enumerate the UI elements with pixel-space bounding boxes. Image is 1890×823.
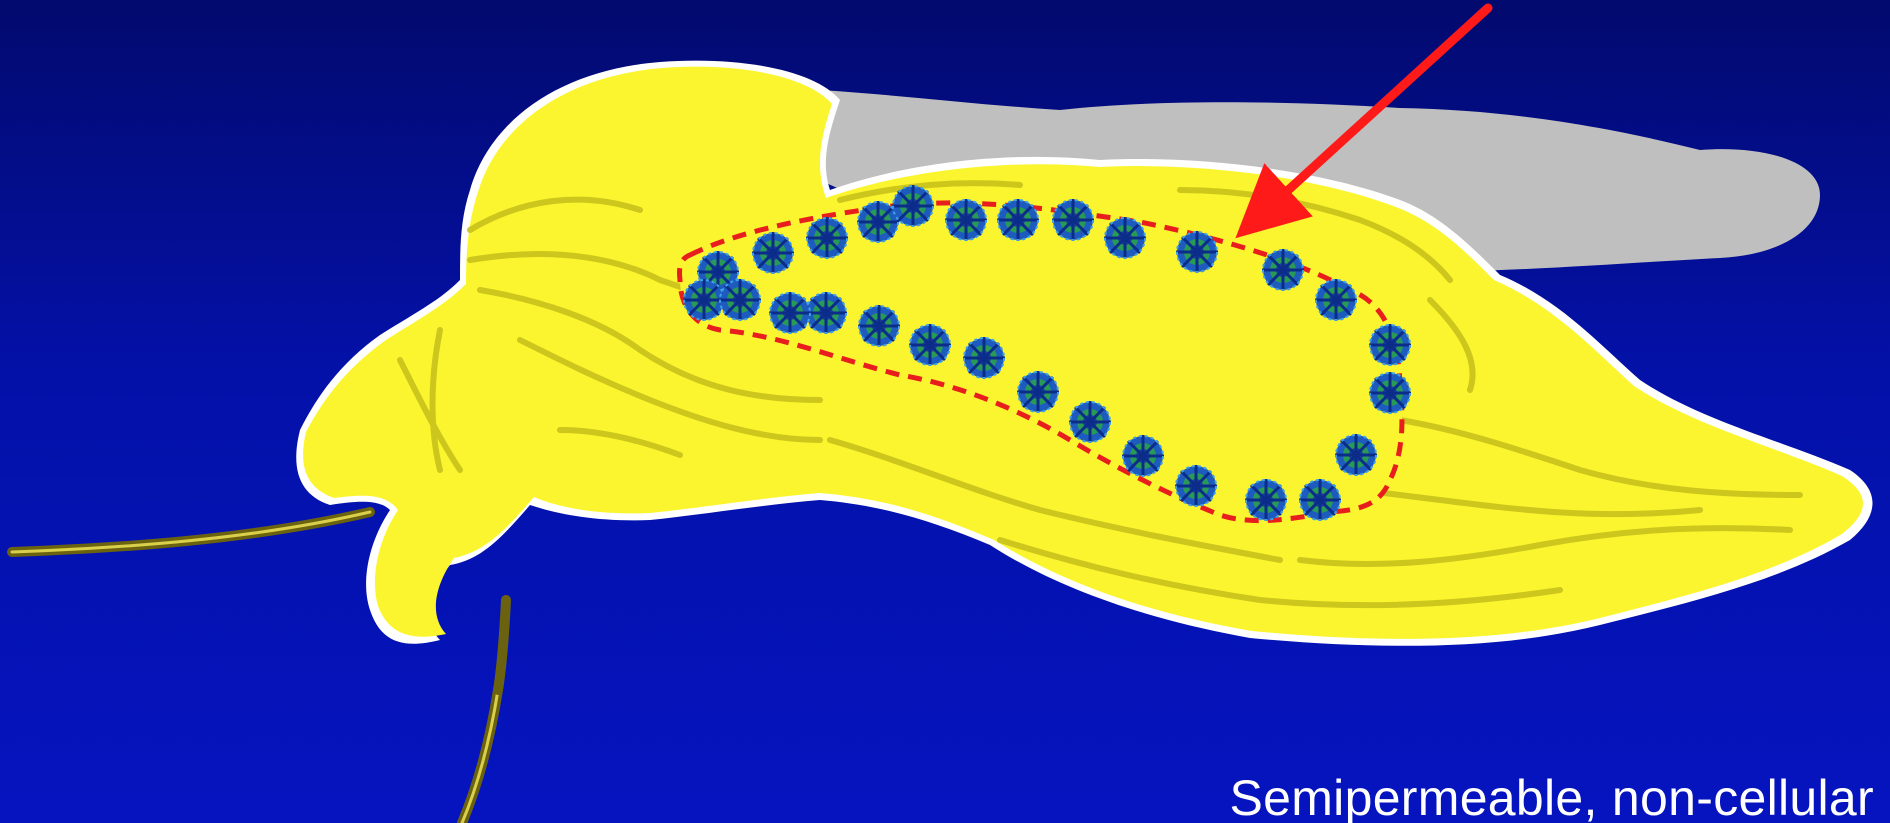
virus-particle-icon xyxy=(963,337,1005,379)
virus-particle-icon xyxy=(1245,479,1287,521)
virus-particle-icon xyxy=(1335,434,1377,476)
virus-particle-icon xyxy=(909,324,951,366)
virus-particle-icon xyxy=(1175,465,1217,507)
virus-particle-icon xyxy=(1104,217,1146,259)
virus-particle-icon xyxy=(769,292,811,334)
virus-particle-icon xyxy=(1176,231,1218,273)
virus-particle-icon xyxy=(1069,401,1111,443)
virus-particle-icon xyxy=(1315,279,1357,321)
virus-particle-icon xyxy=(1052,199,1094,241)
virus-particle-icon xyxy=(719,279,761,321)
virus-particle-icon xyxy=(805,292,847,334)
virus-particle-icon xyxy=(1122,435,1164,477)
virus-particle-icon xyxy=(858,305,900,347)
caption-text: Semipermeable, non-cellular xyxy=(1229,773,1874,823)
virus-particle-icon xyxy=(1262,249,1304,291)
virus-particle-icon xyxy=(1017,371,1059,413)
virus-particle-icon xyxy=(806,217,848,259)
virus-particle-icon xyxy=(945,199,987,241)
virus-particle-icon xyxy=(1299,479,1341,521)
virus-particle-icon xyxy=(1369,324,1411,366)
virus-particle-icon xyxy=(683,279,725,321)
virus-particle-icon xyxy=(752,232,794,274)
virus-particle-icon xyxy=(997,199,1039,241)
virus-particle-icon xyxy=(1369,372,1411,414)
virus-particle-icon xyxy=(892,185,934,227)
